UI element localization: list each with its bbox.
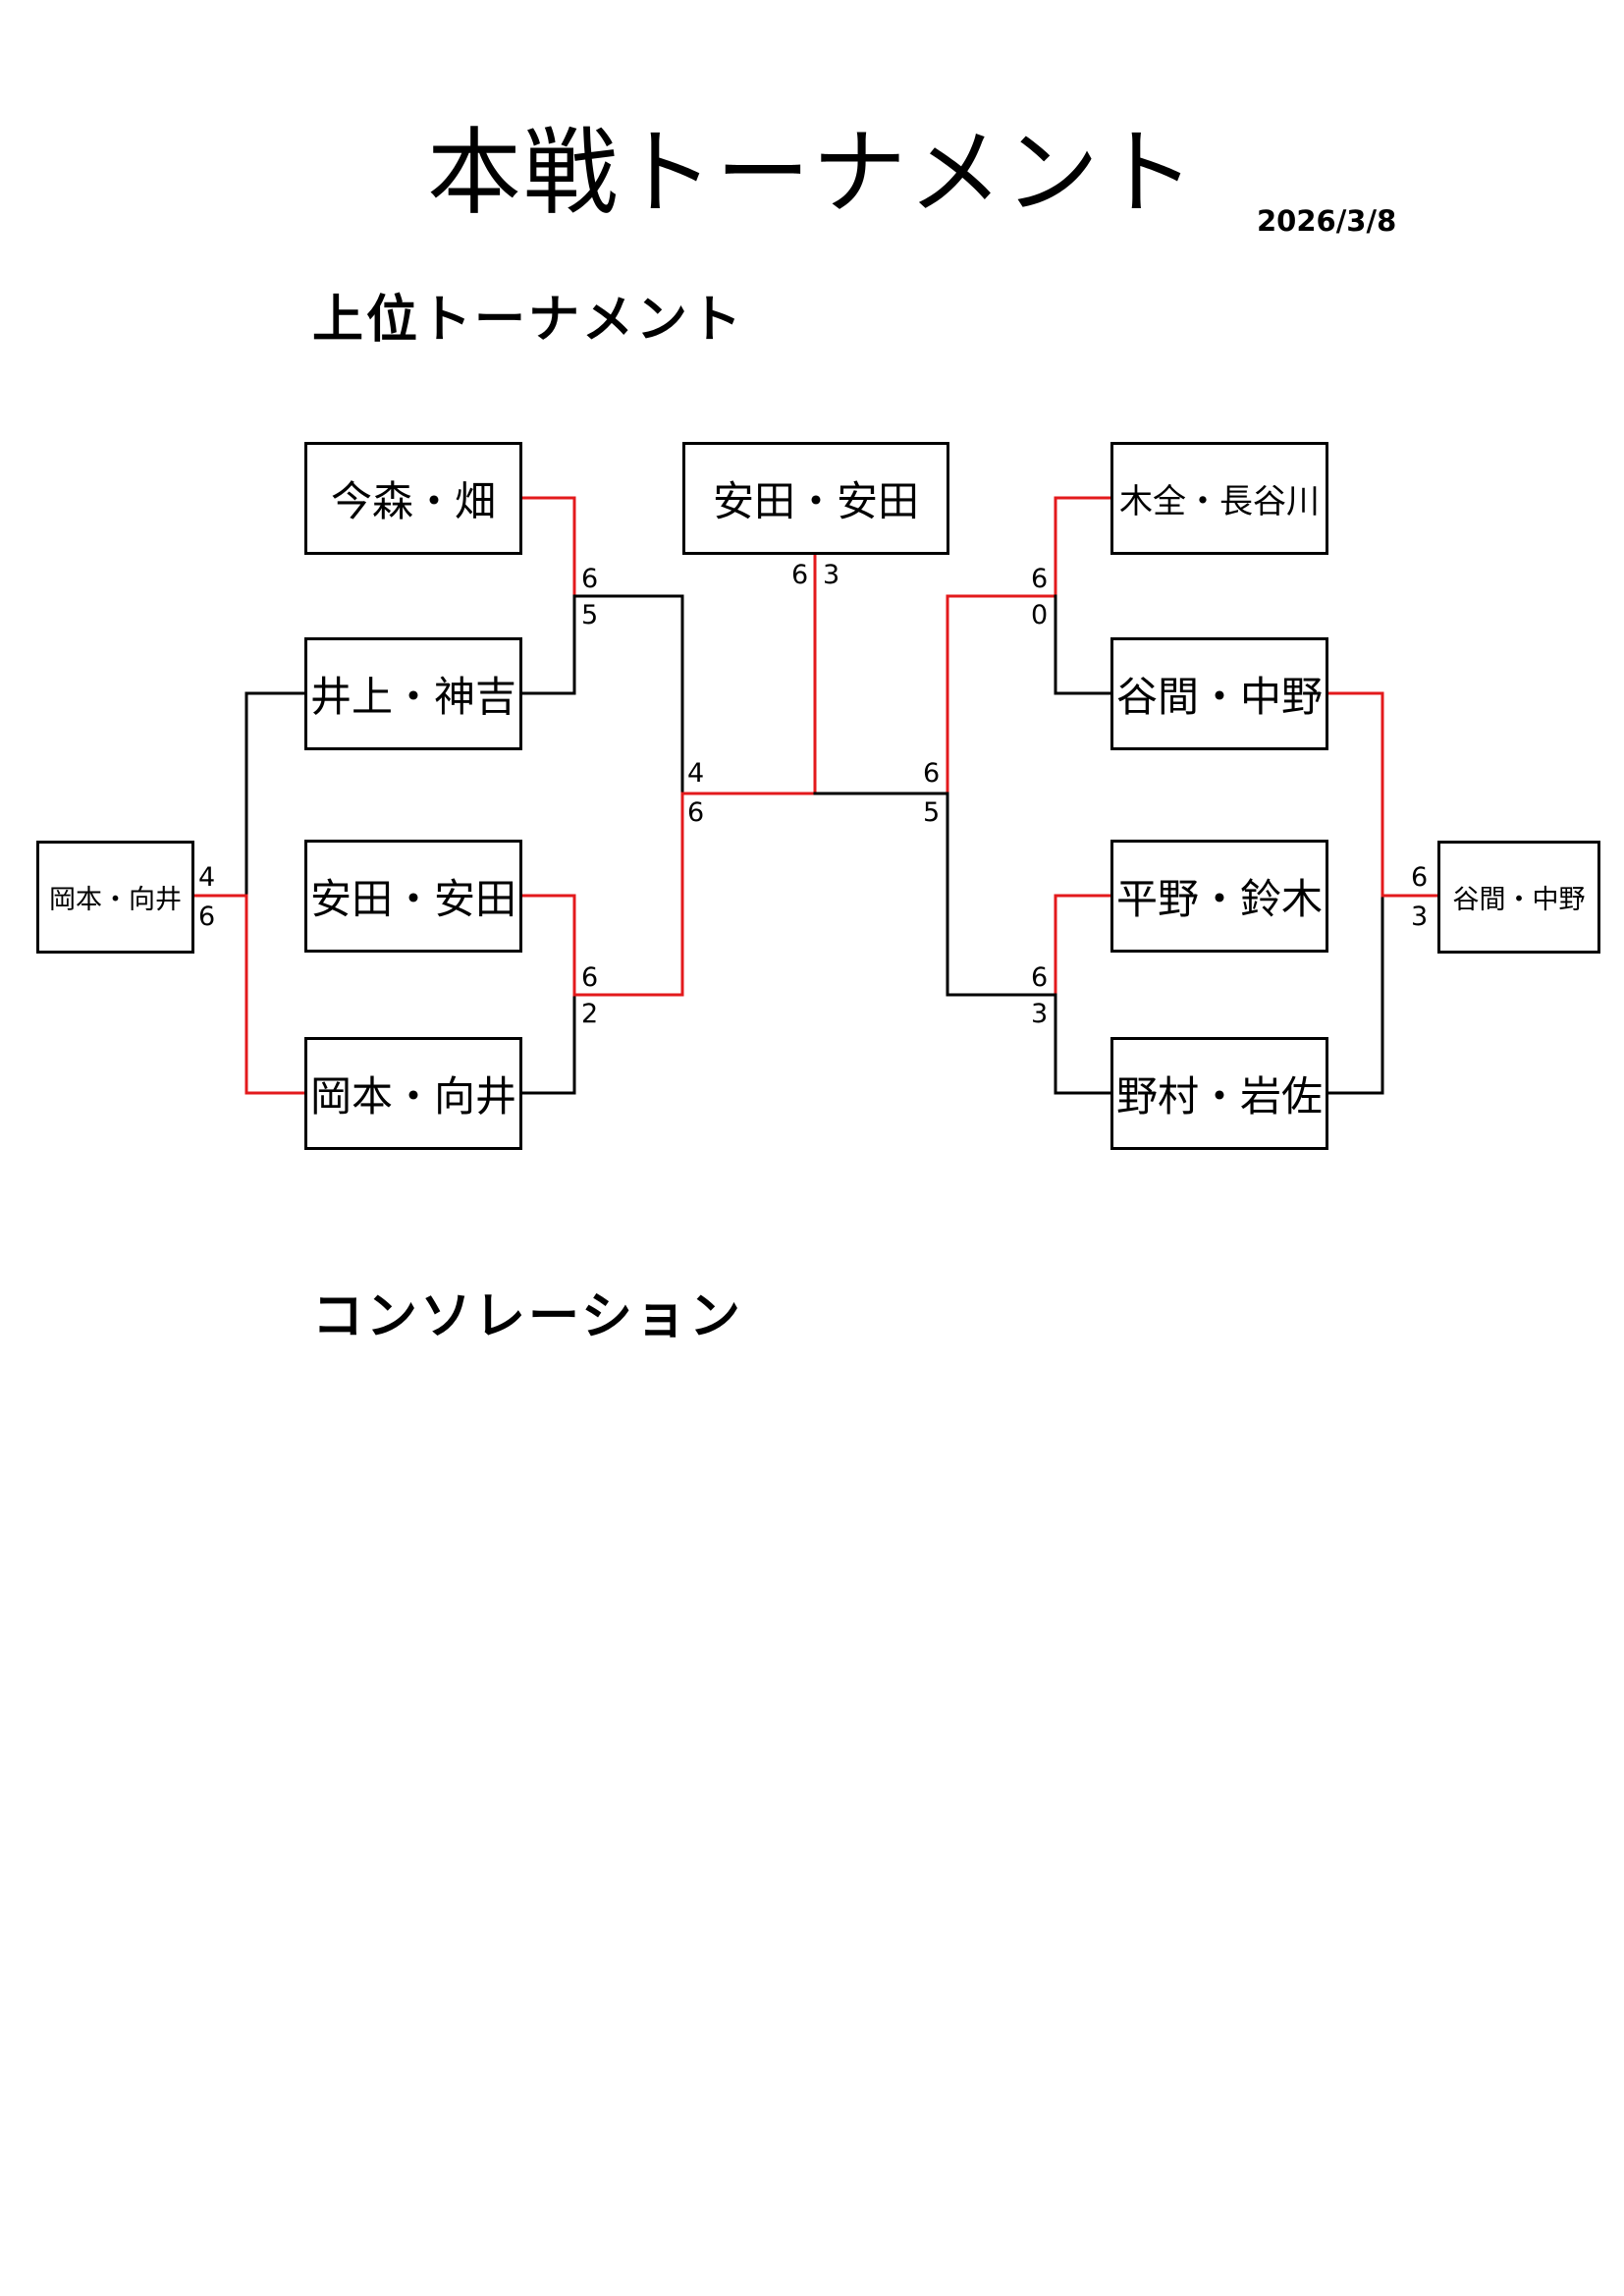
side-box-right: 谷間・中野 (1437, 841, 1600, 954)
team-box-right-3: 平野・鈴木 (1110, 840, 1328, 953)
team-box-right-1: 木全・長谷川 (1110, 442, 1328, 555)
score-left-semi-top: 4 (687, 758, 705, 789)
bracket-line-right-semi-bottom (946, 792, 1057, 997)
score-left-r1-bottom-winner: 6 (581, 962, 599, 993)
score-right-side-top: 6 (1411, 862, 1429, 893)
bracket-line-right-side-bottom (1325, 894, 1384, 1095)
team-box-left-3: 安田・安田 (304, 840, 522, 953)
score-final-left: 6 (791, 560, 809, 590)
bracket-line-left-side-bottom-winner (244, 894, 306, 1095)
bracket-line-left-r1-bottom-loser (518, 993, 576, 1095)
section-title-consolation: コンソレーション (312, 1287, 743, 1346)
bracket-line-right-r1-top-loser (1054, 594, 1112, 695)
score-right-r1-bottom-winner: 6 (1031, 962, 1049, 993)
bracket-line-left-semi-top (572, 594, 684, 795)
bracket-line-left-side-top (244, 691, 306, 898)
bracket-line-left-r1-bottom-winner (518, 894, 576, 997)
bracket-line-left-semi-bottom-winner (572, 792, 817, 997)
score-final-right: 3 (823, 560, 840, 590)
bracket-line-right-r1-bottom-loser (1054, 993, 1112, 1095)
score-left-side-top: 4 (198, 862, 216, 893)
score-right-r1-bottom-loser: 3 (1031, 999, 1049, 1029)
bracket-line-right-semi-top-winner (946, 594, 1057, 795)
team-box-left-4: 岡本・向井 (304, 1037, 522, 1150)
team-box-left-2: 井上・神吉 (304, 637, 522, 750)
bracket-line-right-r1-top-winner (1054, 496, 1112, 598)
bracket-line-right-r1-bottom-winner (1054, 894, 1112, 997)
bracket-line-right-side-top-winner (1325, 691, 1384, 898)
date-label: 2026/3/8 (1257, 204, 1397, 238)
bracket-line-left-r1-top-winner (518, 496, 576, 598)
score-right-semi-top: 6 (923, 758, 941, 789)
champion-box: 安田・安田 (682, 442, 949, 555)
score-left-side-bottom: 6 (198, 902, 216, 932)
team-box-right-2: 谷間・中野 (1110, 637, 1328, 750)
score-left-r1-top-winner: 6 (581, 564, 599, 594)
side-box-left: 岡本・向井 (36, 841, 194, 954)
score-right-semi-bottom: 5 (923, 797, 941, 828)
score-right-side-bottom: 3 (1411, 902, 1429, 932)
team-box-left-1: 今森・畑 (304, 442, 522, 555)
bracket-line-left-r1-top-loser (518, 594, 576, 695)
score-right-r1-top-winner: 6 (1031, 564, 1049, 594)
score-left-semi-bottom: 6 (687, 797, 705, 828)
score-left-r1-top-loser: 5 (581, 600, 599, 630)
score-right-r1-top-loser: 0 (1031, 600, 1049, 630)
page-title: 本戦トーナメント (427, 118, 1197, 228)
team-box-right-4: 野村・岩佐 (1110, 1037, 1328, 1150)
score-left-r1-bottom-loser: 2 (581, 999, 599, 1029)
section-title-upper: 上位トーナメント (312, 291, 745, 350)
